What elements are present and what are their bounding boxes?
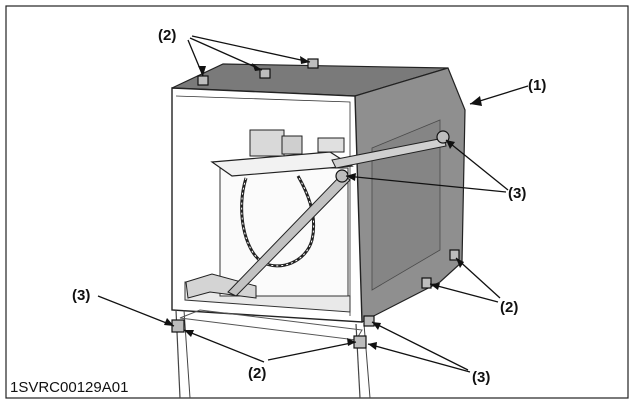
callout-label-2-top: (2) (158, 27, 176, 44)
figure-code: 1SVRC00129A01 (10, 379, 128, 396)
leader-2-right-a (455, 257, 501, 299)
arrowhead-2-top-c (300, 56, 310, 64)
battery (184, 129, 447, 313)
arrowhead-2-top-b (252, 63, 262, 71)
leader-3-bottom-b (371, 321, 469, 371)
arrowhead-2-top-a (198, 66, 206, 76)
arrowhead-3-right-b (346, 173, 356, 181)
arrowhead-2-bottom-a (184, 330, 194, 337)
leader-2-top-b (189, 37, 263, 71)
arrowhead-3-left (164, 318, 174, 326)
callout-label-3-right: (3) (508, 185, 526, 202)
arrowhead-2-bottom-b (347, 338, 356, 346)
callout-label-3-left: (3) (72, 287, 90, 304)
battery-top-plate (210, 151, 354, 177)
arrowhead-2-right-b (430, 283, 440, 290)
nut-left (171, 319, 185, 333)
battery-terminal (249, 129, 285, 157)
leader-3-left (97, 295, 175, 327)
arrowhead-3-bottom-a (368, 342, 377, 350)
cover-side-recess (371, 119, 441, 291)
leader-2-bottom-a (183, 329, 265, 363)
bolt-side-1 (449, 249, 460, 261)
leader-3-right-a (445, 139, 509, 191)
arrowhead-2-right-a (456, 258, 464, 268)
battery-cable-highlight (241, 175, 315, 267)
nut-bottom-b (363, 315, 375, 327)
leader-3-bottom-a (367, 343, 471, 373)
bolt-side-2 (421, 277, 432, 289)
leader-2-right-b (429, 283, 499, 303)
callout-label-2-right: (2) (500, 299, 518, 316)
callout-label-2-bottom: (2) (248, 365, 266, 382)
diagonal-strap (227, 173, 351, 297)
arrowhead-1 (470, 96, 482, 106)
bolt-top-3 (307, 58, 319, 69)
figure-frame (5, 5, 629, 399)
leg-right-b (363, 323, 371, 399)
cover-legs (175, 309, 371, 399)
support-rod (331, 137, 447, 169)
callout-label-3-bottom: (3) (472, 369, 490, 386)
callout-label-1: (1) (528, 77, 546, 94)
arrowhead-3-right-a (446, 140, 455, 149)
cover-front-edge (175, 95, 351, 316)
battery-terminal-cap (281, 135, 303, 155)
leader-2-top-c (191, 35, 311, 63)
bolt-top-1 (197, 75, 209, 86)
base-plate (179, 309, 363, 341)
arrowheads (164, 56, 482, 350)
leader-lines (97, 35, 529, 373)
arrowhead-3-bottom-b (372, 322, 381, 330)
leader-3-right-b (345, 175, 507, 193)
bolt-top-2 (259, 68, 271, 79)
leg-left-b (183, 309, 191, 399)
battery-terminal-right (317, 137, 345, 153)
leader-2-bottom-b (267, 341, 357, 361)
